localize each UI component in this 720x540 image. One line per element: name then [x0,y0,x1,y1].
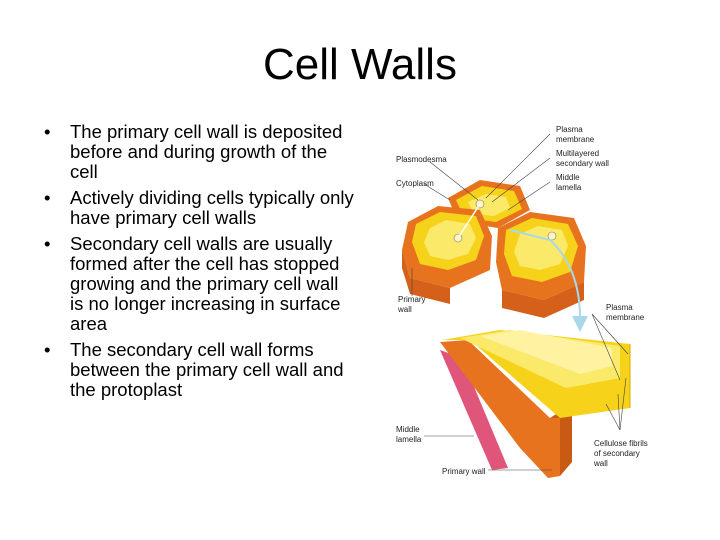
cell-wall-illustration: Plasmodesma Cytoplasm Primary wall Plasm… [396,125,648,478]
label-primary-wall-top-1: Primary [398,295,426,304]
middle-lamella-layer [440,350,508,470]
label-cellulose-2: of secondary [594,449,640,458]
bullet-text: Actively dividing cells typically only h… [70,187,354,228]
bullet-item: • Actively dividing cells typically only … [44,188,354,228]
primary-wall-layer [440,340,560,478]
label-primary-wall-bottom: Primary wall [442,467,486,476]
label-plasma-membrane-bottom-1: Plasma [606,303,633,312]
label-multilayered-1: Multilayered [556,149,599,158]
bullet-list: • The primary cell wall is deposited befo… [44,122,354,406]
label-middle-lamella-bottom-1: Middle [396,425,420,434]
label-plasma-membrane-top-1: Plasma [556,125,583,134]
label-plasma-membrane-bottom-2: membrane [606,313,645,322]
label-middle-lamella-bottom-2: lamella [396,435,422,444]
bullet-text: The primary cell wall is deposited befor… [70,121,343,182]
label-middle-lamella-top-1: Middle [556,173,580,182]
label-cellulose-3: wall [593,459,608,468]
bullet-dot: • [44,233,51,254]
label-cytoplasm: Cytoplasm [396,179,434,188]
bullet-item: • Secondary cell walls are usually formed… [44,234,354,334]
label-plasmodesma: Plasmodesma [396,155,447,164]
label-multilayered-2: secondary wall [556,159,609,168]
label-plasma-membrane-top-2: membrane [556,135,595,144]
bullet-item: • The secondary cell wall forms between t… [44,340,354,400]
bullet-dot: • [44,339,51,360]
label-cellulose-1: Cellulose fibrils [594,439,648,448]
leader-lines-top [411,133,551,296]
slide-title: Cell Walls [263,40,457,89]
leader-lines-bottom [424,313,629,471]
label-middle-lamella-top-2: lamella [556,183,582,192]
cell-wall-diagram: Plasmodesma Cytoplasm Primary wall Plasm… [380,118,715,488]
bullet-dot: • [44,187,51,208]
wall-cross-section [440,330,631,478]
label-primary-wall-top-2: wall [397,305,412,314]
bullet-text: The secondary cell wall forms between th… [70,339,344,400]
bullet-item: • The primary cell wall is deposited befo… [44,122,354,182]
bullet-dot: • [44,121,51,142]
bullet-text: Secondary cell walls are usually formed … [70,233,341,334]
zoom-arrow [509,229,588,332]
